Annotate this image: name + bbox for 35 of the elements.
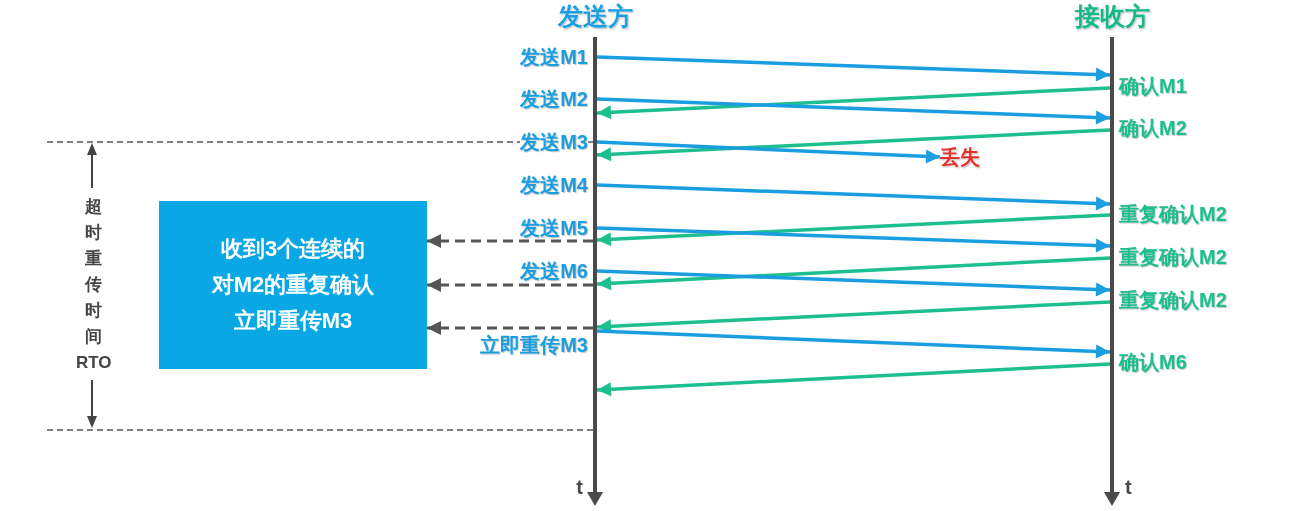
edge-label: 发送M1	[520, 46, 588, 68]
time-axis-label: t	[1125, 476, 1132, 498]
edge-label: 发送M4	[520, 174, 588, 196]
message-arrow	[596, 140, 941, 164]
lifeline-title: 接收方	[1074, 1, 1150, 31]
message-arrow	[596, 329, 1111, 359]
message-arrow	[596, 183, 1111, 211]
edge-label: 确认M6	[1119, 351, 1187, 373]
message-arrow	[596, 213, 1111, 247]
edge-label: 确认M1	[1119, 75, 1187, 97]
status-text: 丢失	[940, 146, 980, 168]
message-arrow	[596, 97, 1111, 125]
message-arrow	[596, 86, 1111, 120]
edge-label: 重复确认M2	[1119, 203, 1227, 225]
message-arrow	[596, 362, 1111, 397]
edge-label: 发送M2	[520, 88, 588, 110]
edge-label: 发送M3	[520, 131, 588, 153]
dashed-arrow	[427, 321, 593, 335]
edge-label: 发送M6	[520, 260, 588, 282]
time-axis-label: t	[576, 476, 583, 498]
message-arrow	[596, 226, 1111, 253]
edge-label: 立即重传M3	[480, 334, 588, 356]
message-arrow	[596, 256, 1111, 291]
edge-label: 确认M2	[1119, 117, 1187, 139]
edge-label: 发送M5	[520, 217, 588, 239]
dashed-arrow	[427, 278, 593, 292]
message-arrow	[596, 269, 1111, 297]
message-arrow	[596, 55, 1111, 82]
lifeline-title: 发送方	[557, 1, 633, 31]
edge-label: 重复确认M2	[1119, 246, 1227, 268]
message-arrow	[596, 128, 1111, 162]
vertical-label: 超时重传时间RTO	[76, 196, 110, 374]
dashed-arrow	[427, 234, 593, 248]
process-box: 收到3个连续的对M2的重复确认立即重传M3	[159, 201, 427, 369]
edge-label: 重复确认M2	[1119, 289, 1227, 311]
